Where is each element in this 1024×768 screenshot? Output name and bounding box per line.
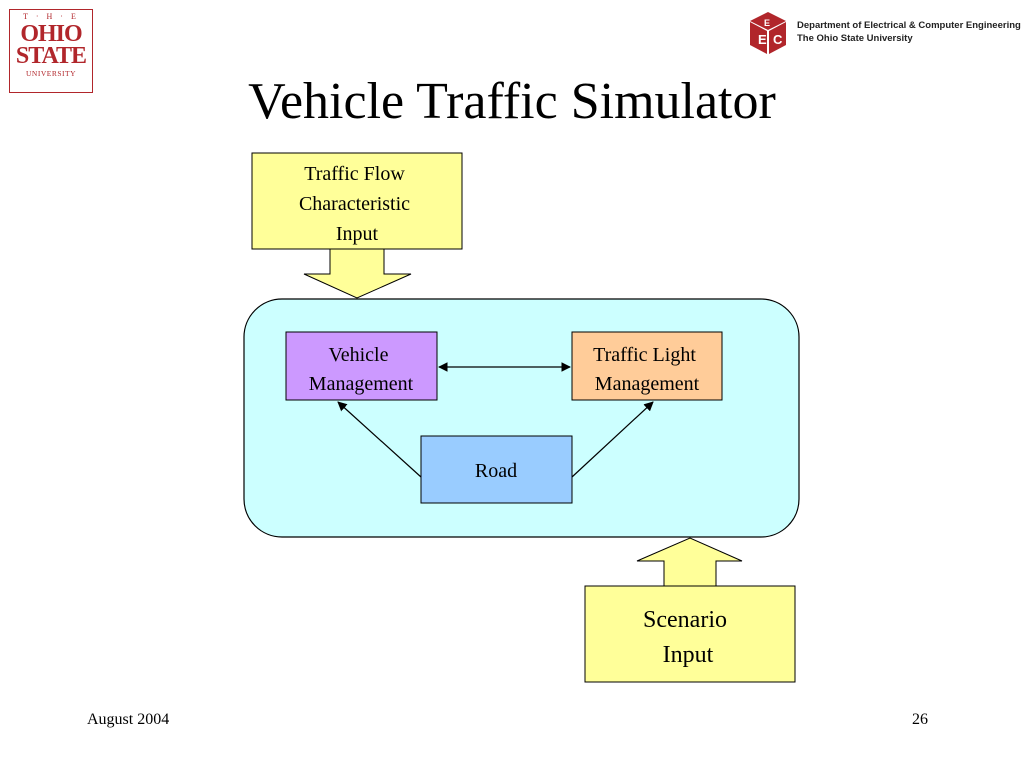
- scenario-input-label: Scenario Input: [643, 607, 733, 668]
- svg-text:E: E: [758, 32, 767, 47]
- logo-university: UNIVERSITY: [26, 69, 76, 78]
- logo-state: STATE: [15, 43, 87, 69]
- traffic-light-management-box: [571, 331, 723, 401]
- department-label: Department of Electrical & Computer Engi…: [797, 19, 1021, 45]
- traffic-flow-input-box: [251, 152, 463, 250]
- svg-text:E: E: [764, 18, 770, 28]
- vehicle-line-1: Vehicle: [329, 344, 389, 366]
- logo-the: T · H · E: [23, 12, 79, 21]
- scenario-arrow: [636, 537, 743, 587]
- traffic-flow-input-label: Traffic Flow Characteristic Input: [299, 163, 415, 245]
- department-line-1: Department of Electrical & Computer Engi…: [797, 20, 1021, 31]
- ece-logo-icon: E C E: [750, 12, 786, 54]
- logo-ohio: OHIO: [20, 21, 82, 47]
- scenario-input-box: [584, 585, 796, 683]
- vehicle-management-label: Vehicle Management: [309, 344, 414, 395]
- traffic-flow-line-2: Characteristic: [299, 193, 410, 215]
- road-box: [420, 435, 573, 504]
- page-number: 26: [912, 711, 928, 728]
- traffic-flow-line-3: Input: [336, 223, 379, 245]
- traffic-flow-arrow: [303, 248, 412, 299]
- page-title: Vehicle Traffic Simulator: [248, 73, 776, 130]
- traffic-light-management-label: Traffic Light Management: [593, 344, 701, 395]
- department-line-2: The Ohio State University: [797, 33, 913, 44]
- vehicle-line-2: Management: [309, 373, 414, 395]
- road-label: Road: [475, 460, 517, 482]
- scenario-line-1: Scenario: [643, 607, 727, 633]
- footer-date: August 2004: [87, 711, 170, 728]
- svg-text:C: C: [773, 32, 783, 47]
- traffic-light-line-1: Traffic Light: [593, 344, 696, 366]
- traffic-flow-line-1: Traffic Flow: [304, 163, 405, 185]
- traffic-light-line-2: Management: [595, 373, 700, 395]
- scenario-line-2: Input: [663, 642, 714, 668]
- road-to-vehicle-arrow: [337, 401, 422, 478]
- road-to-traffic-light-arrow: [571, 401, 654, 478]
- vehicle-management-box: [285, 331, 438, 401]
- osu-logo: T · H · E OHIO STATE UNIVERSITY: [9, 9, 93, 93]
